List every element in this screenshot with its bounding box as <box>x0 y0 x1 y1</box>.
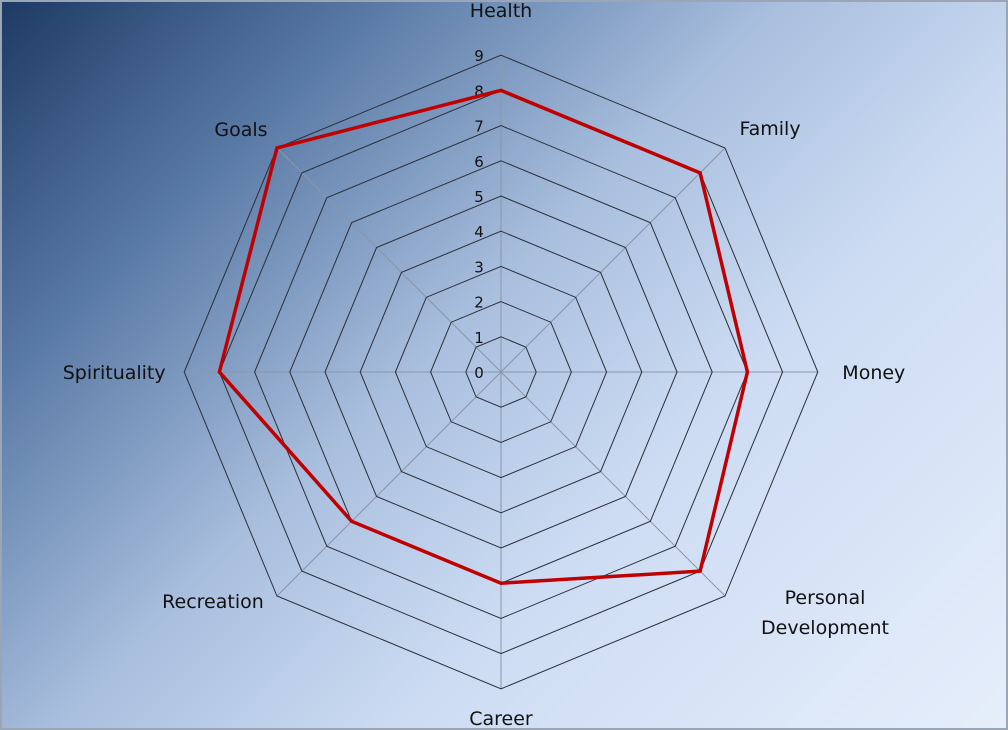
data-point <box>745 370 749 374</box>
radial-axis-line <box>500 147 726 373</box>
grid-ring <box>394 265 608 479</box>
radial-axis-line <box>500 371 726 597</box>
category-label-line: Spirituality <box>63 362 166 384</box>
category-label-line: Career <box>469 708 533 730</box>
category-label-line: Family <box>739 118 800 140</box>
tick-label: 3 <box>474 258 484 276</box>
category-label: Recreation <box>162 591 264 613</box>
tick-label: 9 <box>474 47 484 65</box>
category-label-line: Goals <box>214 119 267 141</box>
grid-ring <box>218 89 784 655</box>
category-label: Spirituality <box>63 362 166 384</box>
category-label-line: Personal <box>785 587 866 609</box>
tick-label: 7 <box>474 118 484 136</box>
data-point <box>499 581 503 585</box>
grid-ring <box>430 301 572 443</box>
tick-label: 1 <box>474 329 484 347</box>
grid-ring <box>254 125 748 619</box>
data-point <box>499 88 503 92</box>
tick-label: 2 <box>474 294 484 312</box>
category-label: Health <box>470 0 532 22</box>
data-point <box>217 370 221 374</box>
data-point <box>698 171 702 175</box>
category-label-line: Money <box>842 362 905 384</box>
category-label-line: Health <box>470 0 532 22</box>
grid-ring <box>183 54 819 690</box>
category-label-line: Recreation <box>162 591 264 613</box>
tick-label: 4 <box>474 223 484 241</box>
data-point <box>350 519 354 523</box>
grid-ring <box>359 230 643 514</box>
grid-ring <box>324 195 678 549</box>
category-label-line: Development <box>761 617 889 639</box>
tick-label: 0 <box>474 364 484 382</box>
category-label: Goals <box>214 119 267 141</box>
tick-label: 5 <box>474 188 484 206</box>
category-label: Money <box>842 362 905 384</box>
category-label: Family <box>739 118 800 140</box>
tick-label: 8 <box>474 82 484 100</box>
radial-axis-line <box>276 147 502 373</box>
category-label: Career <box>469 708 533 730</box>
tick-label: 6 <box>474 153 484 171</box>
data-point <box>698 569 702 573</box>
grid-ring <box>465 336 537 408</box>
data-point <box>275 146 279 150</box>
radial-axis-line <box>276 371 502 597</box>
